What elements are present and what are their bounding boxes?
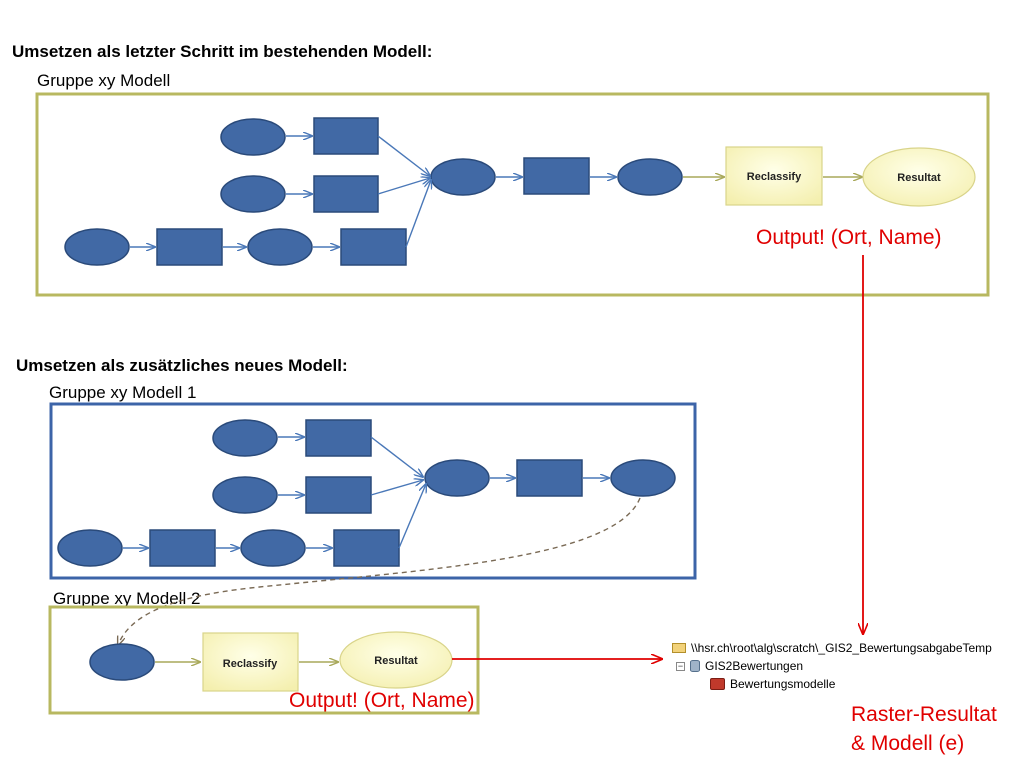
- intermediate-data-node: [424, 459, 490, 497]
- collapse-icon[interactable]: −: [676, 660, 685, 671]
- tool-node: [313, 175, 379, 213]
- group-xy-modell-box: [35, 92, 990, 297]
- intermediate-data-node: [430, 158, 496, 196]
- group-xy-modell-2-label: Gruppe xy Modell 2: [53, 589, 201, 608]
- model1-connectors: [130, 136, 616, 247]
- tool-node: [305, 419, 372, 457]
- raster-result-caption: Raster-Resultat & Modell (e): [851, 700, 997, 758]
- resultat-data-node: [862, 147, 976, 207]
- resultat-label: Resultat: [374, 655, 418, 667]
- input-data-node: [212, 476, 278, 514]
- input-data-node: [220, 118, 286, 156]
- resultat-data-node: [339, 631, 453, 689]
- reclassify-label: Reclassify: [747, 171, 802, 183]
- folder-icon: [672, 643, 686, 653]
- tool-node: [305, 476, 372, 514]
- input-data-node: [57, 529, 123, 567]
- model2a-nodes: [57, 419, 676, 567]
- section1-heading: Umsetzen als letzter Schritt im bestehen…: [12, 42, 433, 61]
- input-data-node: [220, 175, 286, 213]
- geodatabase-icon: [690, 660, 700, 672]
- tool-node: [313, 117, 379, 155]
- input-data-node: [212, 419, 278, 457]
- reclassify-tool-node: [725, 146, 823, 206]
- model1-nodes: [64, 117, 683, 266]
- intermediate-data-node: [610, 459, 676, 497]
- catalog-folder-path: \\hsr.ch\root\alg\scratch\_GIS2_Bewertun…: [691, 641, 992, 655]
- output-label-model1: Output! (Ort, Name): [756, 226, 942, 249]
- tool-node: [340, 228, 407, 266]
- catalog-folder-row[interactable]: \\hsr.ch\root\alg\scratch\_GIS2_Bewertun…: [672, 640, 992, 656]
- catalog-geodatabase-row[interactable]: − GIS2Bewertungen: [676, 658, 803, 674]
- raster-result-line1: Raster-Resultat: [851, 703, 997, 726]
- catalog-geodatabase-name: GIS2Bewertungen: [705, 659, 804, 673]
- reclassify-label: Reclassify: [223, 658, 278, 670]
- tool-node: [149, 529, 216, 567]
- tool-node: [523, 157, 590, 195]
- reclassify-tool-node: [202, 632, 299, 692]
- resultat-label: Resultat: [897, 172, 941, 184]
- section2-heading: Umsetzen als zusätzliches neues Modell:: [16, 356, 348, 375]
- input-data-node: [89, 643, 155, 681]
- group-xy-modell-2-box: [48, 605, 480, 715]
- tool-node: [156, 228, 223, 266]
- output-label-model2: Output! (Ort, Name): [289, 689, 475, 712]
- input-data-node: [64, 228, 130, 266]
- group-xy-modell-1-label: Gruppe xy Modell 1: [49, 383, 197, 402]
- catalog-toolbox-row[interactable]: Bewertungsmodelle: [710, 676, 835, 692]
- intermediate-data-node: [617, 158, 683, 196]
- dashed-model-link: [118, 497, 641, 645]
- raster-result-line2: & Modell (e): [851, 732, 965, 755]
- intermediate-data-node: [240, 529, 306, 567]
- catalog-tree: \\hsr.ch\root\alg\scratch\_GIS2_Bewertun…: [668, 636, 1020, 696]
- intermediate-data-node: [247, 228, 313, 266]
- model2a-connectors: [123, 437, 609, 548]
- group-xy-modell-label: Gruppe xy Modell: [37, 71, 171, 90]
- toolbox-icon: [710, 678, 725, 690]
- tool-node: [516, 459, 583, 497]
- catalog-toolbox-name: Bewertungsmodelle: [730, 677, 836, 691]
- tool-node: [333, 529, 400, 567]
- group-xy-modell-1-box: [49, 402, 697, 580]
